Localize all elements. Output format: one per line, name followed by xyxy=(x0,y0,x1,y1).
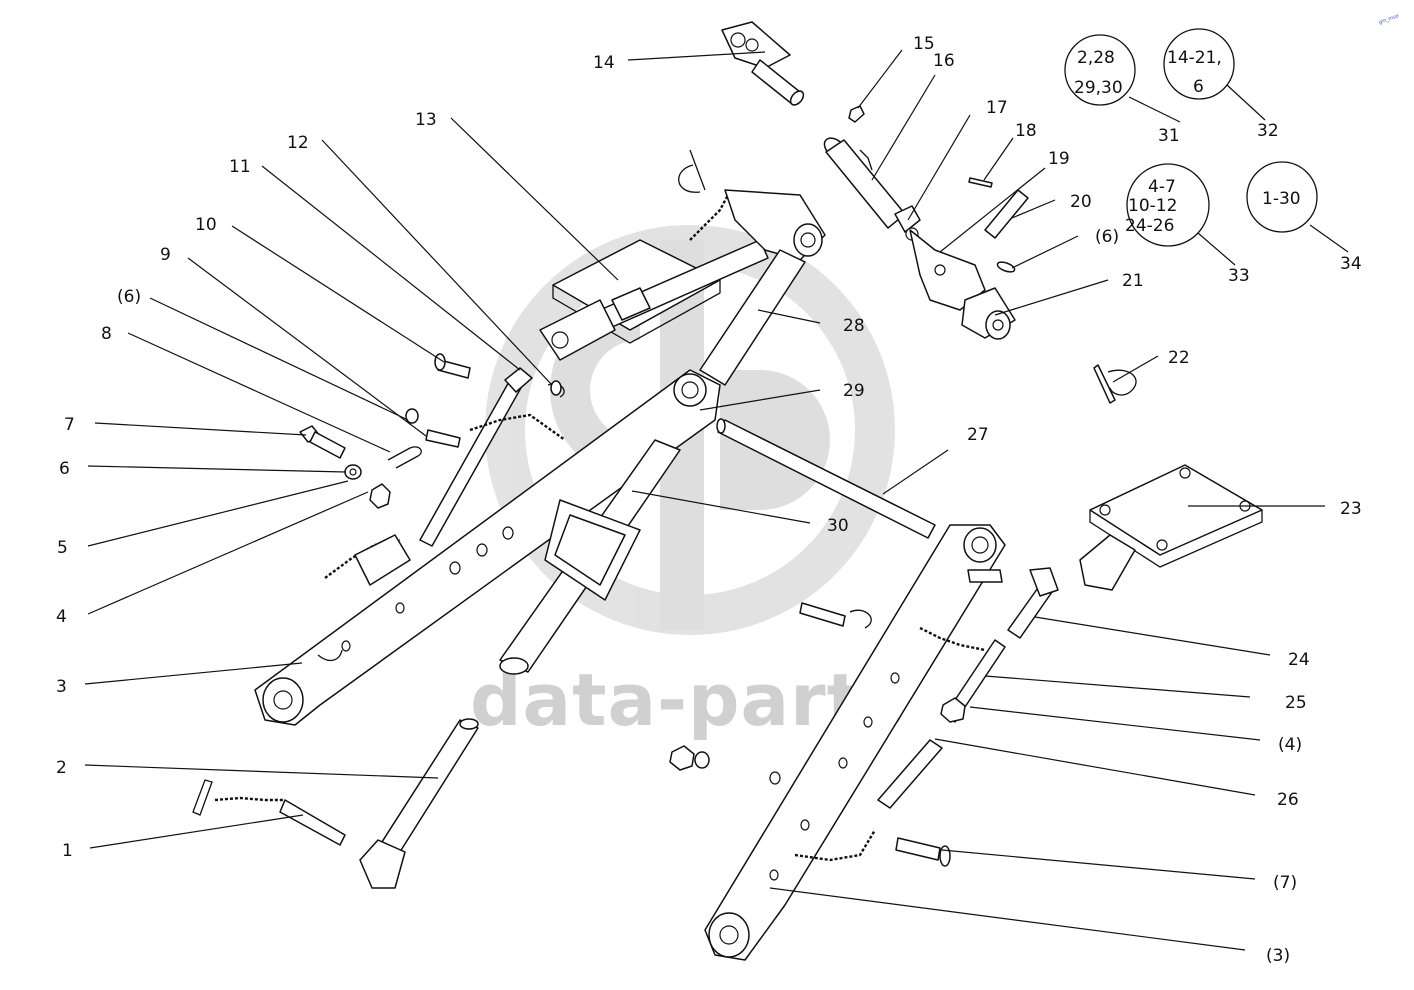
kit-34-number: 34 xyxy=(1340,254,1362,274)
kit-32-number: 32 xyxy=(1257,121,1279,141)
part-6-washer-upper xyxy=(996,261,1016,273)
callout-30: 30 xyxy=(827,516,849,536)
kit-circle-34: 1-30 34 xyxy=(1246,161,1362,274)
part-21-ball-end xyxy=(961,287,1016,340)
part-17-locking-nut xyxy=(894,205,921,241)
callout-18: 18 xyxy=(1015,121,1037,141)
callout-13: 13 xyxy=(415,110,437,130)
callout-26: 26 xyxy=(1277,790,1299,810)
kit-31-number: 31 xyxy=(1158,126,1180,146)
callout-29: 29 xyxy=(843,381,865,401)
part-28-link-tube xyxy=(699,249,806,386)
callout-2: 2 xyxy=(56,758,67,778)
part-13-chain xyxy=(678,149,730,241)
part-2-tube-pin xyxy=(359,718,479,889)
part-23-mounting-plate xyxy=(1079,464,1263,591)
part-1-pin-with-chain xyxy=(192,779,346,846)
callout-6-right: (6) xyxy=(1095,227,1119,247)
kit-33-line-3: 24-26 xyxy=(1125,216,1174,236)
kit-33-line-1: 4-7 xyxy=(1148,177,1176,197)
part-7-bolt xyxy=(299,425,346,459)
part-13-top-link-assembly xyxy=(539,189,826,361)
callout-labels: 1 2 3 4 5 6 7 8 (6) 9 10 11 12 13 14 15 … xyxy=(56,34,1362,966)
callout-14: 14 xyxy=(593,53,615,73)
part-6-washer xyxy=(344,464,362,480)
kit-32-line-2: 6 xyxy=(1193,77,1204,97)
callout-25: 25 xyxy=(1285,693,1307,713)
callout-17: 17 xyxy=(986,98,1008,118)
part-left-chain xyxy=(324,413,566,586)
kit-circle-33: 4-7 10-12 24-26 33 xyxy=(1125,163,1250,286)
part-16-top-link-tube xyxy=(823,137,906,229)
part-6-clip-left xyxy=(387,446,422,469)
callout-12: 12 xyxy=(287,133,309,153)
part-pin-middle xyxy=(799,602,872,629)
kit-31-line-1: 2,28 xyxy=(1077,48,1115,68)
part-4-nut-right xyxy=(940,697,966,723)
callout-19: 19 xyxy=(1048,149,1070,169)
part-15-nut xyxy=(848,105,865,123)
callout-5: 5 xyxy=(57,538,68,558)
part-24-pin xyxy=(1007,567,1059,639)
callout-23: 23 xyxy=(1340,499,1362,519)
callout-16: 16 xyxy=(933,51,955,71)
callout-4-right: (4) xyxy=(1278,735,1302,755)
callout-6: 6 xyxy=(59,459,70,479)
part-7-pin-right xyxy=(895,837,951,867)
callout-6-left: (6) xyxy=(117,287,141,307)
part-10-pin xyxy=(434,353,471,379)
callout-7-right: (7) xyxy=(1273,873,1297,893)
kit-33-number: 33 xyxy=(1228,266,1250,286)
part-5-nut xyxy=(369,483,391,509)
callout-24: 24 xyxy=(1288,650,1310,670)
part-3-lower-link-left xyxy=(254,369,721,726)
kit-34-line-1: 1-30 xyxy=(1262,189,1301,209)
part-nut-washer-middle xyxy=(669,745,710,771)
callout-7: 7 xyxy=(64,415,75,435)
callout-15: 15 xyxy=(913,34,935,54)
part-30-lift-rod xyxy=(499,439,681,675)
part-20-sleeve xyxy=(984,189,1029,239)
callout-10: 10 xyxy=(195,215,217,235)
kit-33-line-2: 10-12 xyxy=(1128,196,1177,216)
part-27-cross-shaft xyxy=(716,418,936,539)
callout-22: 22 xyxy=(1168,348,1190,368)
callout-8: 8 xyxy=(101,324,112,344)
part-26-chain-link xyxy=(794,739,943,862)
part-18-pin xyxy=(968,177,993,188)
leader-lines xyxy=(84,49,1349,951)
part-9-bushing xyxy=(405,408,461,448)
corner-mark: gin_mse xyxy=(1378,13,1400,26)
callout-28: 28 xyxy=(843,316,865,336)
callout-27: 27 xyxy=(967,425,989,445)
kit-circle-31: 2,28 29,30 31 xyxy=(1064,34,1180,146)
callout-3: 3 xyxy=(56,677,67,697)
callout-1: 1 xyxy=(62,841,73,861)
callout-3-right: (3) xyxy=(1266,946,1290,966)
kit-31-line-2: 29,30 xyxy=(1074,78,1123,98)
callout-9: 9 xyxy=(160,245,171,265)
kit-32-line-1: 14-21, xyxy=(1167,48,1222,68)
callout-11: 11 xyxy=(229,157,251,177)
kit-circle-32: 14-21, 6 32 xyxy=(1163,28,1279,141)
part-22-linch-pin xyxy=(1093,364,1137,404)
callout-4: 4 xyxy=(56,607,67,627)
part-14-clevis-pin xyxy=(721,21,805,106)
callout-20: 20 xyxy=(1070,192,1092,212)
callout-21: 21 xyxy=(1122,271,1144,291)
